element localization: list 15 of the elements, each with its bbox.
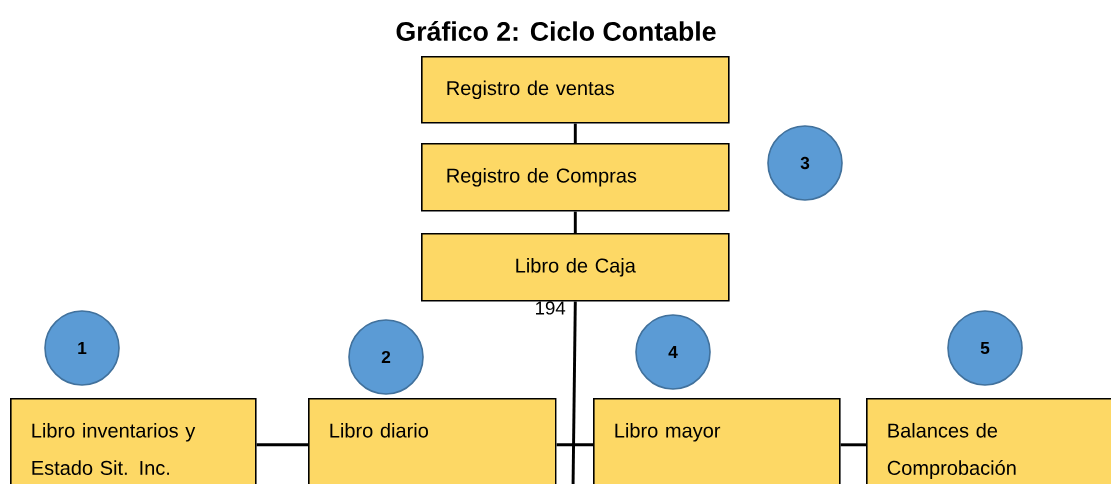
title: Gráfico 2: Ciclo Contable <box>396 21 716 41</box>
connector-line <box>573 123 577 143</box>
process-box: Balances de Comprobación <box>866 398 1111 484</box>
connector-line <box>556 443 593 447</box>
process-box: Libro inventarios y Estado Sit. Inc. <box>10 398 257 484</box>
connector-line <box>256 443 308 447</box>
page-number: 194 <box>536 301 566 315</box>
connector-line <box>571 301 577 484</box>
connector-line <box>840 443 866 447</box>
process-box: Libro de Caja <box>421 233 730 302</box>
process-box: Registro de Compras <box>421 143 730 212</box>
process-box: Registro de ventas <box>421 56 730 124</box>
process-box: Libro mayor <box>593 398 841 484</box>
connector-line <box>573 211 577 233</box>
process-box: Libro diario <box>308 398 557 484</box>
